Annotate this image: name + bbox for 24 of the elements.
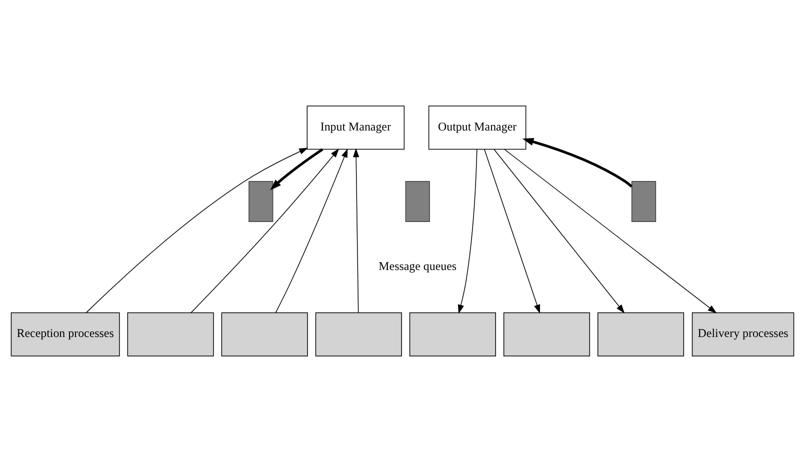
node-box <box>127 312 214 356</box>
arrow <box>270 148 324 190</box>
node-box <box>597 312 684 356</box>
node-box <box>248 180 274 222</box>
arrow <box>522 138 632 188</box>
arrow <box>458 148 478 314</box>
node-box <box>409 312 496 356</box>
node-box <box>221 312 308 356</box>
node-box <box>405 180 430 222</box>
node-box: Delivery processes <box>692 312 794 356</box>
arrow <box>190 148 340 313</box>
label: Message queues <box>378 258 457 273</box>
node-box <box>631 180 656 222</box>
node-box <box>315 312 402 356</box>
node-box: Reception processes <box>10 312 120 356</box>
arrow <box>86 147 308 313</box>
arrow <box>494 148 625 313</box>
arrow <box>352 148 360 312</box>
node-box: Output Manager <box>428 105 526 150</box>
arrow <box>275 148 348 313</box>
arrow <box>484 148 540 314</box>
node-box: Input Manager <box>306 105 405 150</box>
arrow <box>504 148 717 313</box>
node-box <box>503 312 590 356</box>
